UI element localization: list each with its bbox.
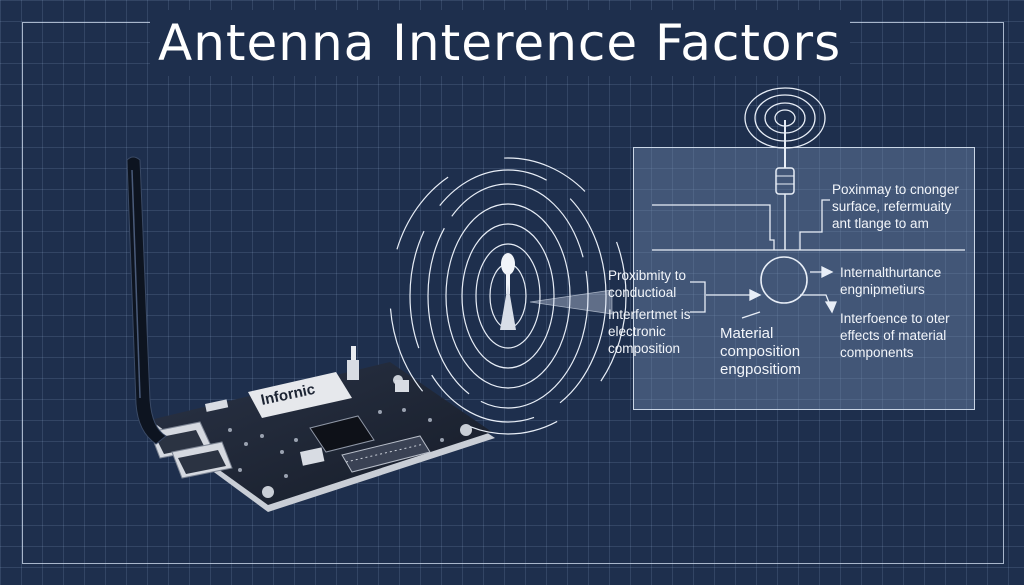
label-material-center: Material composition engpositiom — [720, 325, 801, 378]
signal-beam — [529, 289, 613, 315]
connector-lines — [652, 199, 965, 319]
label-interference-left: Interfertmet is electronic composition — [608, 307, 691, 356]
sensor-probe-icon — [775, 120, 795, 250]
label-interference-right: Interfoence to oter effects of material … — [840, 311, 950, 360]
main-chip — [309, 415, 375, 453]
component — [300, 447, 325, 466]
antenna — [126, 156, 167, 445]
switch — [347, 360, 359, 380]
component — [395, 380, 409, 392]
antenna-element-icon — [500, 253, 516, 330]
circuit-board: Infornic — [149, 346, 495, 512]
node-circle — [760, 256, 808, 304]
label-proximity-left: Proxibmity to conductioal — [608, 268, 687, 300]
usb-port — [171, 441, 233, 479]
label-internal-right: Internalthurtance engnipmetiurs — [840, 265, 942, 297]
signal-waves — [389, 157, 627, 435]
mount-hole — [460, 424, 472, 436]
diagram-title: Antenna Interence Factors — [150, 10, 850, 76]
switch — [351, 346, 356, 360]
mount-hole — [262, 486, 274, 498]
component — [205, 399, 229, 412]
label-proximity-top: Poxinmay to cnonger surface, refermuaity… — [832, 182, 959, 231]
factors-panel — [633, 147, 975, 410]
pin-header — [341, 435, 431, 473]
